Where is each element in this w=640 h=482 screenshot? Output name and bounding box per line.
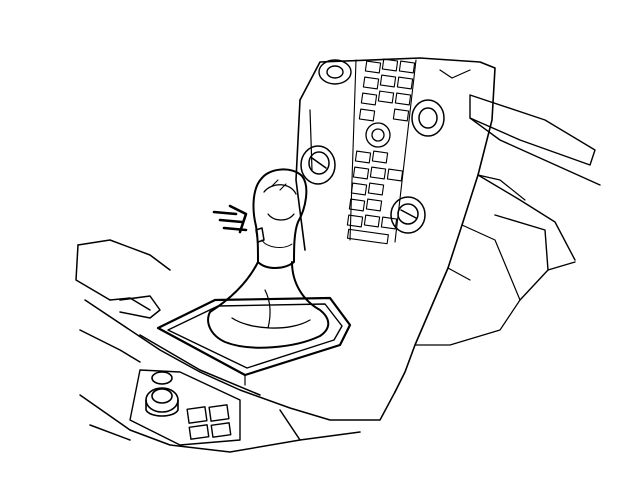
shift-boot [207,261,330,349]
lower-rotary-knob [145,371,179,417]
gear-knob-button [255,227,265,243]
gear-knob [252,168,308,269]
center-stack-panel [295,57,526,393]
motion-arrows-icon [212,204,248,234]
control-buttons-grid [346,58,417,245]
climate-knob-left [300,145,336,185]
climate-knob-top [318,59,352,85]
climate-knob-right [411,99,445,137]
lower-switch-buttons [129,369,241,446]
dashboard-right-panel [469,94,601,301]
center-console-body [75,239,396,453]
center-knob [365,122,391,148]
climate-knob-lower [390,196,426,234]
